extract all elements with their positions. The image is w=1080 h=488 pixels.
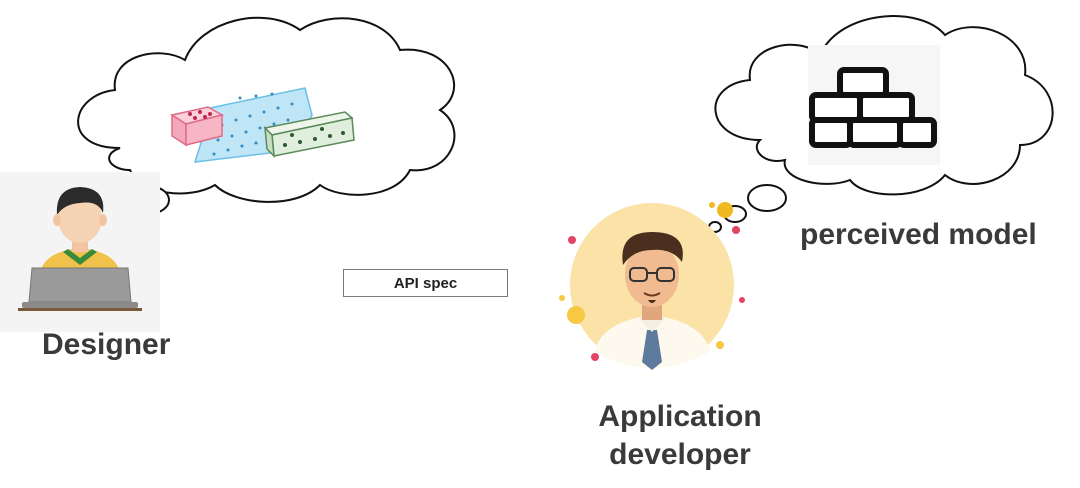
designer-label: Designer	[42, 328, 171, 361]
blocks-and-blueprint-icon	[170, 87, 355, 163]
application-developer-label-line2: developer	[609, 438, 751, 471]
application-developer-label-line1: Application	[598, 400, 762, 433]
api-spec-label: API spec	[393, 274, 458, 292]
perceived-model-label: perceived model	[800, 218, 1037, 251]
stacked-bricks-icon	[808, 45, 940, 165]
developer-avatar-icon	[559, 202, 745, 370]
api-spec-box: API spec	[343, 269, 508, 297]
person-at-laptop-icon	[0, 172, 160, 332]
application-developer-label: Application developer	[560, 398, 800, 474]
